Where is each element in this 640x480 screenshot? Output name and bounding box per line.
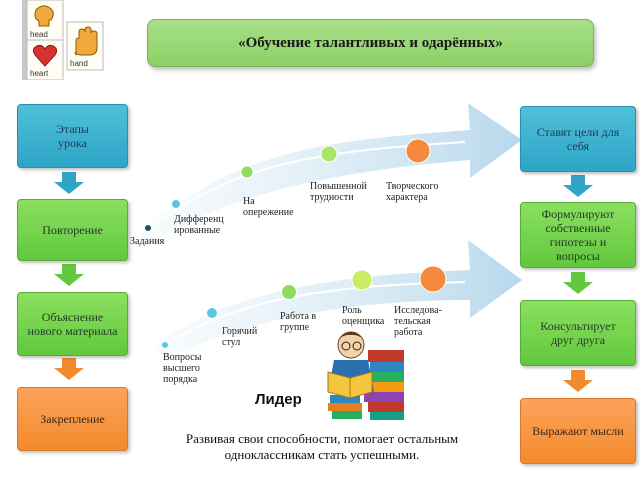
upper-label-increased-difficulty: Повышенной трудности: [310, 181, 367, 203]
dot-5: [405, 138, 431, 164]
dot-7: [206, 307, 218, 319]
dot-3: [240, 165, 254, 179]
head-icon: [34, 5, 54, 27]
svg-text:hand: hand: [70, 59, 88, 68]
dot-4: [320, 145, 338, 163]
dot-9: [351, 269, 373, 291]
page-title: «Обучение талантливых и одарённых»: [147, 19, 594, 67]
formulate-hypotheses-box: Формулируют собственные гипотезы и вопро…: [520, 202, 636, 268]
leader-description: Развивая свои способности, помогает оста…: [185, 431, 459, 462]
consult-each-other-box: Консультирует друг друга: [520, 300, 636, 366]
upper-label-creative: Творческого характера: [386, 181, 439, 203]
dot-8: [281, 284, 297, 300]
left-down-arrow-2: [54, 264, 84, 286]
dot-10: [419, 265, 447, 293]
lower-arrow: [155, 240, 522, 360]
upper-label-advanced: На опережение: [243, 196, 294, 218]
leader-label: Лидер: [255, 391, 302, 408]
left-down-arrow-3: [54, 358, 84, 380]
dot-1: [145, 225, 151, 231]
lower-label-evaluator-role: Роль оценщика: [342, 305, 385, 327]
lower-label-hot-seat: Горячий стул: [222, 326, 258, 348]
lower-label-group-work: Работа в группе: [280, 311, 317, 333]
heart-icon: [32, 44, 58, 67]
left-down-arrow-1: [54, 172, 84, 194]
hand-icon: [74, 26, 98, 56]
svg-text:heart: heart: [30, 69, 49, 78]
upper-label-tasks: Задания: [130, 236, 165, 247]
upper-arrow: [140, 103, 522, 245]
head-hand-heart-logo: head heart hand: [22, 0, 104, 80]
repetition-box: Повторение: [17, 199, 128, 261]
consolidation-box: Закрепление: [17, 387, 128, 451]
set-goals-box: Ставят цели для себя: [520, 106, 636, 172]
right-down-arrow-1: [563, 175, 593, 197]
student-with-books-illustration: [327, 331, 404, 420]
lower-label-higher-order-questions: Вопросы высшего порядка: [163, 352, 202, 385]
lesson-stages-box: Этапы урока: [17, 104, 128, 168]
dot-6: [161, 341, 169, 349]
new-material-box: Объяснение нового материала: [17, 292, 128, 356]
lower-label-research-work: Исследова- тельская работа: [394, 305, 442, 338]
svg-text:head: head: [30, 30, 48, 39]
right-down-arrow-3: [563, 370, 593, 392]
right-down-arrow-2: [563, 272, 593, 294]
dot-2: [171, 199, 181, 209]
upper-label-differentiated: Дифференц ированные: [174, 214, 224, 236]
express-thoughts-box: Выражают мысли: [520, 398, 636, 464]
